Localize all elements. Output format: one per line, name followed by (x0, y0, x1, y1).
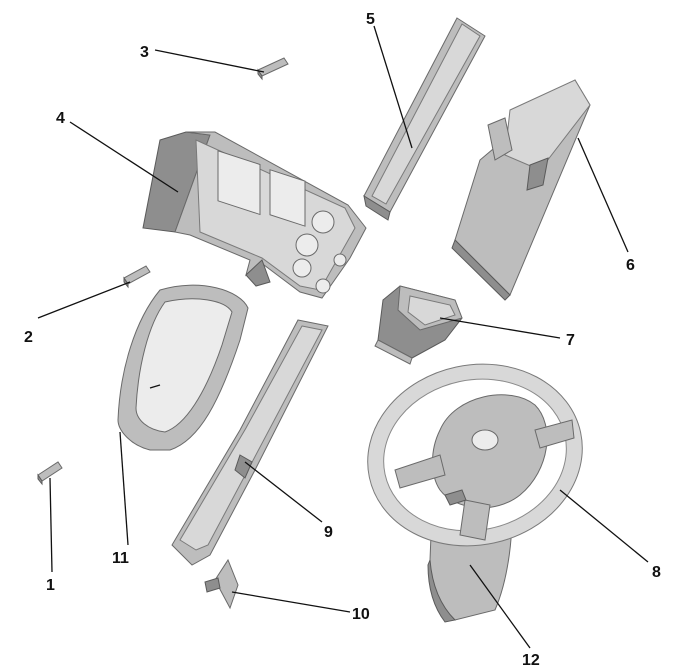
callout-10: 10 (352, 606, 370, 623)
leader-9 (244, 461, 323, 523)
leader-2 (37, 281, 131, 319)
part-8-steering-wheel (367, 363, 583, 547)
part-9-trim-strip (171, 319, 329, 566)
callout-2: 2 (24, 329, 33, 346)
callout-9: 9 (324, 524, 333, 541)
callout-7: 7 (566, 332, 575, 349)
part-10-bracket (204, 558, 239, 610)
callout-labels: 1 2 3 4 5 6 7 8 9 10 11 12 (24, 11, 661, 669)
leader-8 (559, 489, 649, 563)
part-6-glove-box (451, 79, 591, 301)
callout-12: 12 (522, 652, 540, 669)
part-1-clip (37, 461, 63, 486)
leader-4 (69, 121, 179, 193)
leader-7 (439, 317, 561, 339)
callout-11: 11 (112, 550, 129, 567)
leader-lines (37, 25, 649, 649)
leader-11 (119, 431, 129, 546)
part-5-pillar-trim (363, 17, 486, 221)
part-3-clip (257, 57, 289, 81)
callout-1: 1 (46, 577, 55, 594)
callout-8: 8 (652, 564, 661, 581)
leader-6 (577, 137, 629, 253)
callout-5: 5 (366, 11, 375, 28)
part-11-cluster-bezel (117, 284, 249, 451)
leader-1 (49, 477, 53, 573)
leader-12 (469, 564, 531, 649)
leader-5 (373, 25, 413, 149)
part-7-air-vent (374, 285, 463, 365)
callout-4: 4 (56, 110, 65, 127)
callout-3: 3 (140, 44, 149, 61)
part-4-center-bezel (142, 131, 367, 299)
leader-10 (231, 591, 351, 613)
leader-3 (154, 49, 265, 73)
part-2-clip (123, 265, 151, 289)
callout-6: 6 (626, 257, 635, 274)
